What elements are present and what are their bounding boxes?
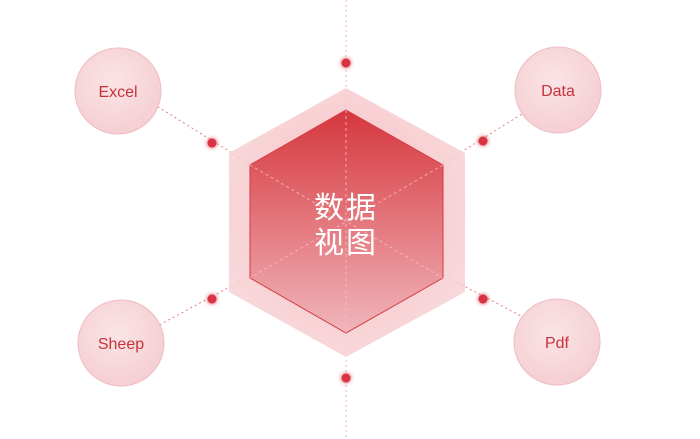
connector-dot-bottom: [341, 373, 351, 383]
center-title-line1: 数据: [314, 191, 378, 226]
connector-dot-top: [341, 58, 351, 68]
hex-spoke-2: [249, 164, 444, 279]
node-pdf[interactable]: Pdf: [513, 298, 601, 386]
node-data-label: Data: [541, 83, 575, 100]
node-sheep-label: Sheep: [98, 336, 144, 353]
node-sheep[interactable]: Sheep: [77, 299, 165, 387]
node-excel-label: Excel: [98, 84, 137, 101]
connector-dot-data: [478, 136, 488, 146]
node-data[interactable]: Data: [514, 46, 602, 134]
connector-dot-sheep: [207, 294, 217, 304]
hex-spoke-3: [249, 164, 444, 279]
node-excel[interactable]: Excel: [74, 47, 162, 135]
node-excel-circle[interactable]: [74, 47, 162, 135]
node-data-circle[interactable]: [514, 46, 602, 134]
node-pdf-circle[interactable]: [513, 298, 601, 386]
center-title-line2: 视图: [314, 226, 378, 261]
connector-dot-excel: [207, 138, 217, 148]
node-pdf-label: Pdf: [545, 335, 570, 352]
node-sheep-circle[interactable]: [77, 299, 165, 387]
connector-dot-pdf: [478, 294, 488, 304]
